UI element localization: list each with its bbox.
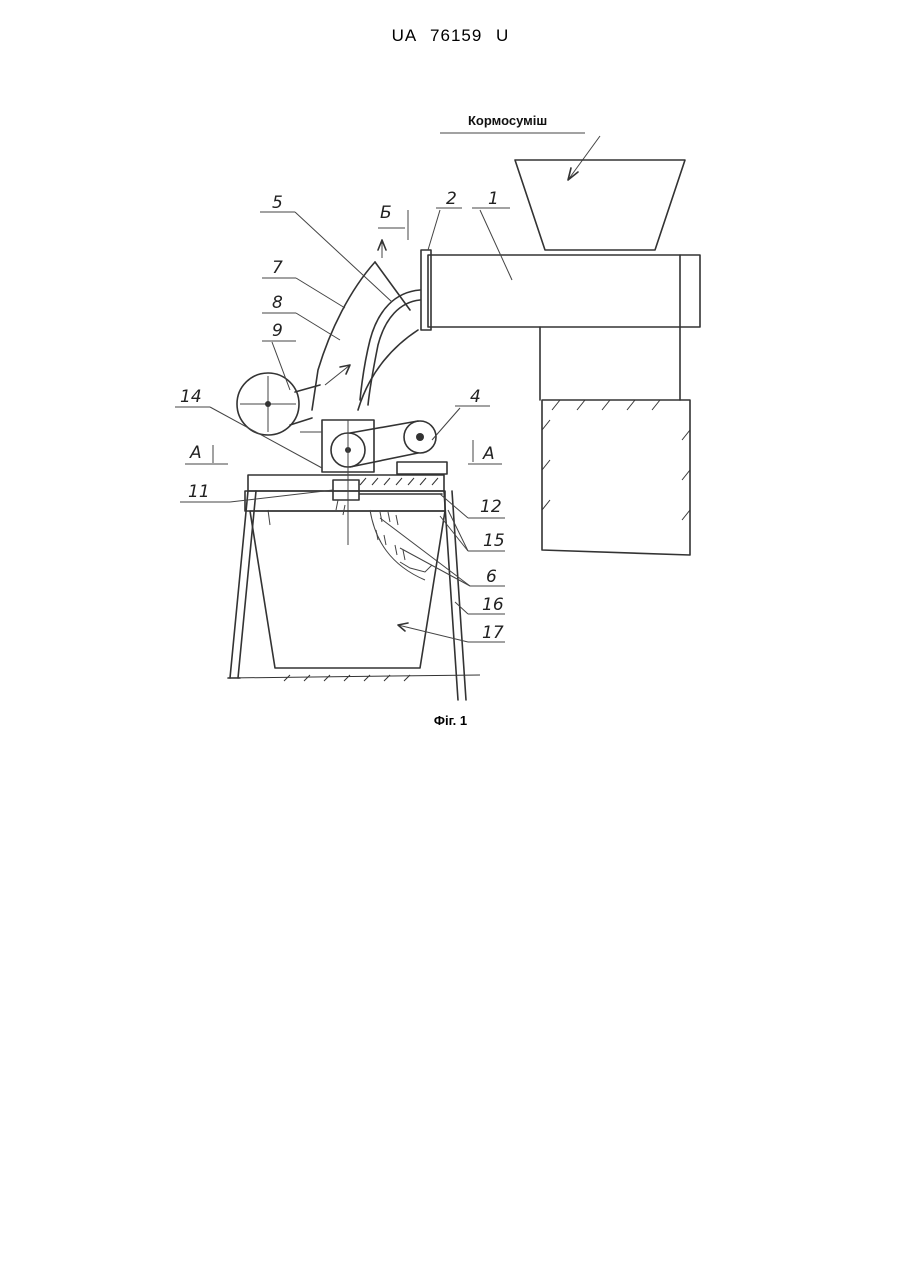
part-number-1: 1 (488, 189, 499, 209)
part-number-5: 5 (272, 193, 283, 213)
storage-bin (542, 400, 690, 555)
elbow-part-7-outer (312, 262, 375, 410)
elbow-top (375, 262, 410, 310)
part-number-15: 15 (483, 531, 505, 551)
work-table (248, 475, 444, 491)
leader-6b (400, 548, 470, 586)
part-number-4: 4 (470, 387, 481, 407)
bearing-part-11 (333, 480, 359, 500)
motor-base (397, 462, 447, 474)
part-number-16: 16 (482, 595, 504, 615)
duct-part-5-inner (368, 300, 420, 405)
leader-1 (480, 210, 512, 280)
part-number-2: 2 (446, 189, 457, 209)
leader-2 (428, 210, 440, 250)
feed-leader-arrow (568, 136, 600, 180)
bin-hatching (542, 400, 690, 520)
frame-detail (268, 510, 270, 525)
part-number-6: 6 (486, 567, 497, 587)
leader-14 (210, 407, 322, 468)
leader-17 (398, 625, 468, 642)
leg-left-1 (230, 491, 248, 678)
belt-bottom (350, 453, 418, 467)
feed-arrowhead (568, 168, 578, 180)
section-b-label: Б (380, 203, 392, 223)
belt-upper (295, 385, 320, 392)
falling-feed-particles (336, 500, 432, 580)
leader-9 (272, 342, 290, 390)
leader-16 (455, 602, 468, 614)
feeder-cylinder (428, 255, 700, 327)
leader-7 (296, 278, 345, 308)
belt-pulley-hub (416, 433, 424, 441)
flow-arrow-inner (325, 365, 350, 385)
figure-caption: Фіг. 1 (0, 713, 901, 728)
part-number-11: 11 (188, 482, 210, 502)
part-number-9: 9 (272, 321, 283, 341)
leg-right-1 (444, 491, 458, 700)
leader-8 (296, 313, 340, 340)
flange-part-2 (421, 250, 431, 330)
leader-5 (295, 212, 392, 302)
part-number-8: 8 (272, 293, 283, 313)
part-number-14: 14 (180, 387, 202, 407)
elbow-part-8-inner (358, 330, 418, 410)
pulley-9-hub (265, 401, 271, 407)
plate-hatching (360, 478, 438, 485)
leg-left-2 (238, 491, 256, 678)
section-a-left-label: А (189, 443, 202, 463)
section-a-right-label: А (482, 444, 495, 464)
hopper (515, 160, 685, 250)
part-number-7: 7 (272, 258, 283, 278)
floor-hatching (228, 675, 480, 681)
part-number-12: 12 (480, 497, 502, 517)
feed-mixture-label: Кормосуміш (468, 113, 547, 128)
part-number-17: 17 (482, 623, 504, 643)
leader-4 (432, 408, 460, 440)
